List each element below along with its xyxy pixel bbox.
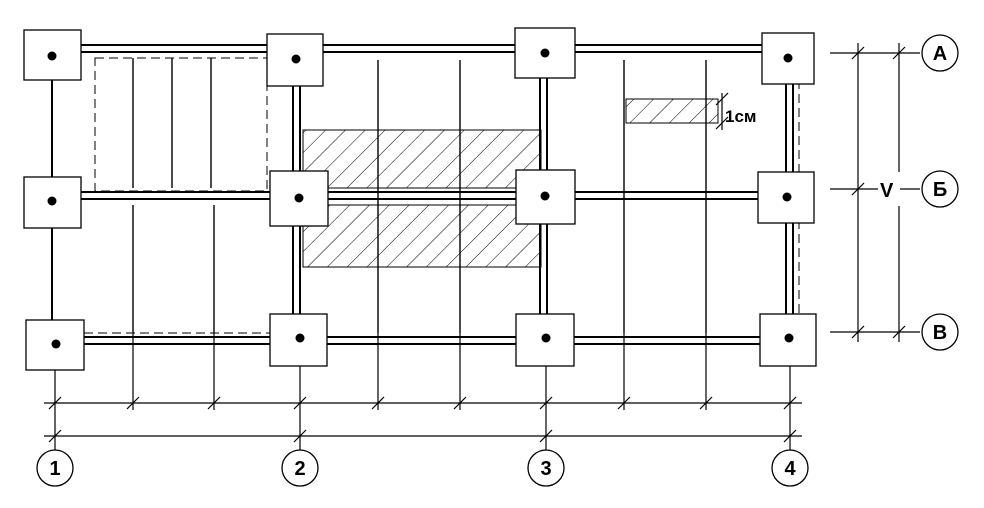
column-pad-4-b — [757, 171, 815, 224]
columns — [23, 27, 817, 371]
tick-mark — [293, 429, 307, 443]
tick-mark — [715, 116, 729, 130]
column-pad-3-v — [515, 313, 575, 367]
hatch-sample-dimension — [715, 92, 729, 130]
tick-mark — [892, 46, 906, 60]
column-center-dot — [540, 48, 550, 58]
column-center-dot — [541, 333, 551, 343]
column-center-dot — [784, 333, 794, 343]
column-center-dot — [294, 193, 304, 203]
main-beams — [51, 44, 794, 345]
axis-bubble-col-1 — [36, 449, 74, 487]
axis-bubble-row-b — [921, 170, 959, 208]
axis-label-col-2: 2 — [294, 458, 305, 480]
tick-mark — [783, 429, 797, 443]
bottom-dimension-lines — [44, 333, 802, 450]
axis-bubble-col-3 — [527, 449, 565, 487]
axis-bubble-row-a — [921, 34, 959, 72]
dimension-label: V — [880, 180, 894, 202]
row-axis-bubbles: А Б В — [921, 34, 959, 351]
axis-label-col-3: 3 — [540, 458, 551, 480]
tick-mark — [783, 396, 797, 410]
column-center-dot — [51, 339, 61, 349]
hatched-slab-upper — [302, 129, 542, 189]
column-center-dot — [291, 54, 301, 64]
hatched-slab-lower — [302, 204, 542, 268]
column-center-dot — [47, 51, 57, 61]
axis-bubble-col-2 — [281, 449, 319, 487]
tick-mark — [539, 396, 553, 410]
tick-mark — [699, 396, 713, 410]
column-center-dot — [295, 333, 305, 343]
tick-mark — [715, 92, 729, 106]
secondary-beams — [132, 58, 707, 333]
tick-mark — [892, 325, 906, 339]
column-center-dot — [783, 53, 793, 63]
axis-label-col-4: 4 — [784, 458, 796, 480]
column-center-dot — [540, 191, 550, 201]
dashed-cantilever-panel — [94, 57, 268, 192]
tick-mark — [453, 396, 467, 410]
axis-label-row-a: А — [933, 43, 947, 65]
tick-mark — [617, 396, 631, 410]
column-axis-bubbles: 1 2 3 4 — [36, 449, 809, 487]
tick-mark — [48, 429, 62, 443]
column-center-dot — [782, 192, 792, 202]
tick-mark — [851, 325, 865, 339]
tick-mark — [539, 429, 553, 443]
right-dimension-lines — [830, 43, 920, 342]
tick-mark — [851, 46, 865, 60]
tick-mark — [293, 396, 307, 410]
axis-label-row-b: Б — [933, 179, 947, 201]
hatched-slab-sample — [625, 98, 719, 124]
hatched-areas — [302, 98, 719, 268]
axis-label-col-1: 1 — [49, 458, 60, 480]
hatch-note: 1см — [725, 107, 757, 126]
tick-mark — [851, 182, 865, 196]
axis-label-row-v: В — [933, 322, 947, 344]
axis-bubble-row-v — [921, 313, 959, 351]
tick-mark — [371, 396, 385, 410]
axis-bubble-col-4 — [771, 449, 809, 487]
tick-mark — [48, 396, 62, 410]
tick-mark — [126, 396, 140, 410]
tick-mark — [207, 396, 221, 410]
column-center-dot — [47, 196, 57, 206]
